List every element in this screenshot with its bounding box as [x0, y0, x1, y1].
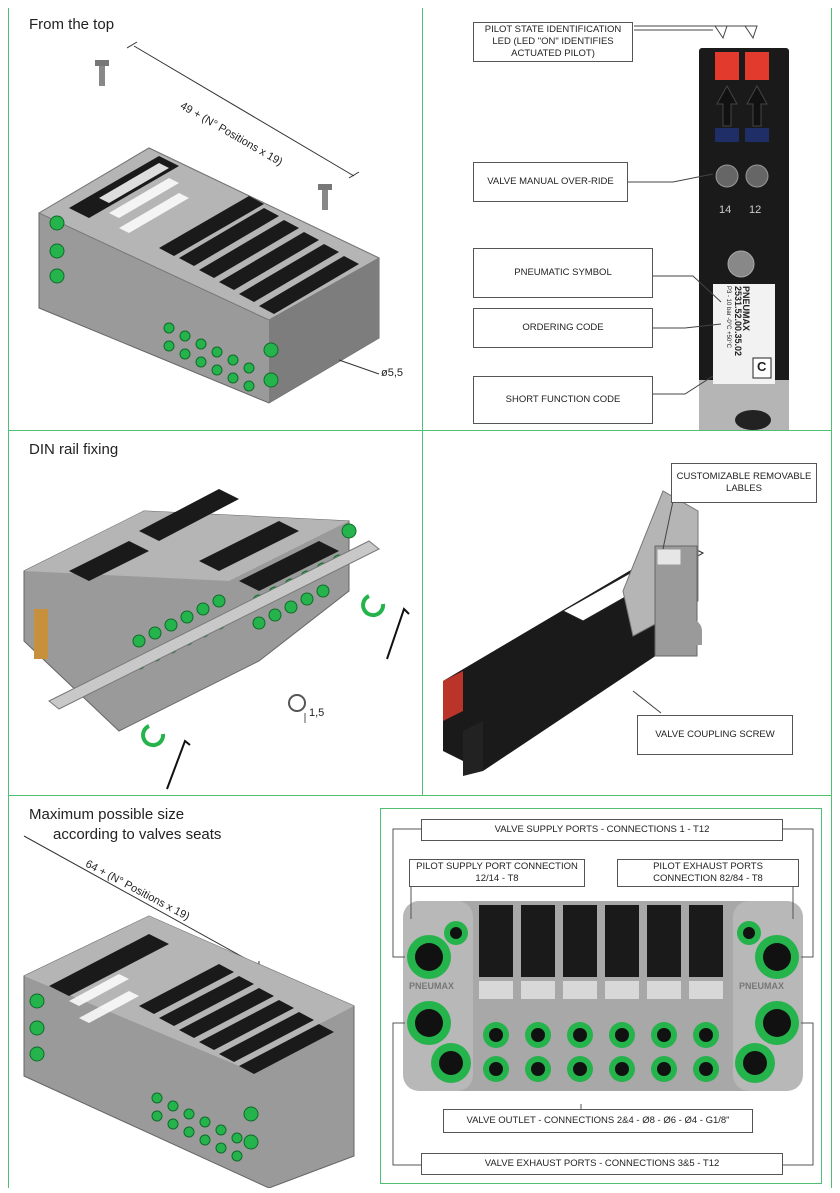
- callout-valve-outlet: VALVE OUTLET - CONNECTIONS 2&4 - Ø8 - Ø6…: [443, 1109, 753, 1133]
- dimension-rail-thickness: 1,5: [309, 707, 325, 719]
- operator-12-label: 12: [749, 204, 762, 216]
- single-valve-illustration: [443, 490, 705, 776]
- panel-top-view: From the top: [9, 8, 422, 430]
- din-rail-manifold-illustration: [23, 489, 410, 790]
- callout-manual-override: VALVE MANUAL OVER-RIDE: [473, 162, 628, 202]
- section-title-top: From the top: [29, 16, 115, 33]
- panel-din-rail: DIN rail fixing 1,5: [9, 431, 422, 795]
- module-label-stack: PNEUMAX 2531.52.00.35.02 P3 - 10 bar -0°…: [713, 286, 793, 376]
- top-view-manifold-illustration: [37, 41, 381, 404]
- callout-pilot-exhaust-ports: PILOT EXHAUST PORTS CONNECTION 82/84 - T…: [617, 859, 799, 887]
- callout-pilot-supply-port: PILOT SUPPLY PORT CONNECTION 12/14 - T8: [409, 859, 585, 887]
- ordering-code-label: 2531.52.00.35.02: [733, 286, 743, 357]
- callout-pneumatic-symbol: PNEUMATIC SYMBOL: [473, 248, 653, 298]
- brand-left: PNEUMAX: [409, 981, 455, 991]
- callout-valve-supply-ports: VALVE SUPPLY PORTS - CONNECTIONS 1 - T12: [421, 819, 783, 841]
- brand-right: PNEUMAX: [739, 981, 785, 991]
- valve-module-front-illustration: [628, 25, 789, 430]
- section-title-max-line2: according to valves seats: [53, 826, 222, 843]
- max-size-manifold-illustration: [23, 835, 355, 1188]
- section-title-din: DIN rail fixing: [29, 441, 119, 458]
- callout-removable-labels: CUSTOMIZABLE REMOVABLE LABLES: [671, 463, 817, 503]
- dimension-hole-diameter: ø5,5: [381, 367, 404, 379]
- panel-max-size: Maximum possible size according to valve…: [9, 796, 379, 1188]
- panel-led-codes: PILOT STATE IDENTIFICATION LED (LED "ON"…: [423, 8, 831, 430]
- callout-valve-exhaust-ports: VALVE EXHAUST PORTS - CONNECTIONS 3&5 - …: [421, 1153, 783, 1175]
- section-title-max-line1: Maximum possible size: [29, 806, 185, 823]
- panel-labels-coupling: CUSTOMIZABLE REMOVABLE LABLES VALVE COUP…: [423, 431, 831, 795]
- callout-coupling-screw: VALVE COUPLING SCREW: [637, 715, 793, 755]
- function-code-label: C: [757, 359, 767, 374]
- callout-pilot-led: PILOT STATE IDENTIFICATION LED (LED "ON"…: [473, 22, 633, 62]
- operator-14-label: 14: [719, 204, 732, 216]
- manifold-front-view-illustration: [392, 828, 814, 1166]
- callout-short-function-code: SHORT FUNCTION CODE: [473, 376, 653, 424]
- spec-label: P3 - 10 bar -0°C +50°C: [725, 286, 731, 348]
- callout-ordering-code: ORDERING CODE: [473, 308, 653, 348]
- panel-connections: VALVE SUPPLY PORTS - CONNECTIONS 1 - T12…: [380, 808, 822, 1184]
